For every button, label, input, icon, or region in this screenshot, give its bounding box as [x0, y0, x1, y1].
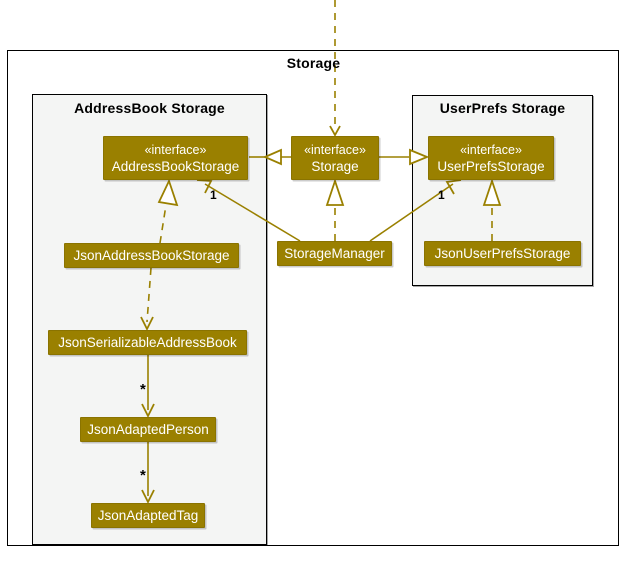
stereotype-label: «interface» [304, 142, 366, 157]
class-name-label: AddressBookStorage [111, 158, 240, 174]
class-name-label: JsonSerializableAddressBook [58, 335, 237, 350]
class-name-label: JsonUserPrefsStorage [434, 246, 571, 261]
package-title-userprefs-storage: UserPrefs Storage [439, 100, 566, 116]
class-name-label: JsonAdaptedTag [97, 508, 199, 523]
multiplicity-label-person-tag: * [140, 467, 146, 484]
class-node-storage-manager[interactable]: StorageManager [277, 241, 392, 266]
multiplicity-label-storagemanager-userprefsstorage: 1 [438, 188, 445, 202]
multiplicity-label-serializable-person: * [140, 381, 146, 398]
class-node-json-addressbook-storage[interactable]: JsonAddressBookStorage [64, 243, 239, 268]
stereotype-label: «interface» [144, 142, 207, 157]
package-title-storage: Storage [286, 55, 341, 71]
class-node-addressbook-storage[interactable]: «interface» AddressBookStorage [103, 136, 248, 180]
class-node-json-userprefs-storage[interactable]: JsonUserPrefsStorage [424, 241, 581, 266]
class-name-label: Storage [311, 158, 359, 174]
class-node-storage[interactable]: «interface» Storage [291, 136, 379, 180]
class-node-json-serializable-addressbook[interactable]: JsonSerializableAddressBook [48, 330, 247, 355]
class-node-json-adapted-tag[interactable]: JsonAdaptedTag [91, 503, 205, 528]
multiplicity-label-storagemanager-addressbookstorage: 1 [210, 188, 217, 202]
class-node-userprefs-storage[interactable]: «interface» UserPrefsStorage [428, 136, 554, 180]
class-name-label: JsonAddressBookStorage [73, 248, 230, 263]
stereotype-label: «interface» [460, 142, 522, 157]
class-name-label: UserPrefsStorage [437, 158, 545, 174]
class-node-json-adapted-person[interactable]: JsonAdaptedPerson [80, 417, 216, 442]
class-name-label: JsonAdaptedPerson [87, 422, 209, 437]
package-title-addressbook-storage: AddressBook Storage [74, 100, 225, 116]
class-name-label: StorageManager [284, 246, 385, 261]
